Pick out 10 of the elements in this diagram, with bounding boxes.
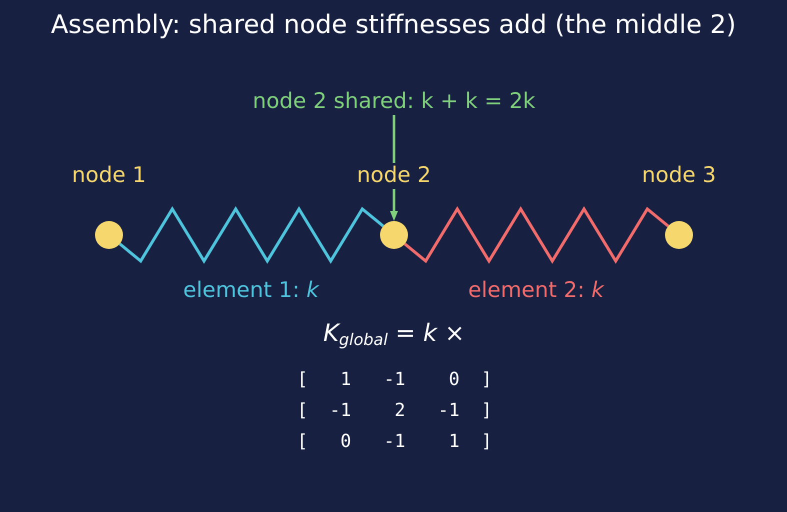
spring bbox=[118, 206, 384, 264]
edge-label: element 1: k bbox=[183, 278, 319, 304]
title: Assembly: shared node stiffnesses add (the middle 2) bbox=[50, 9, 736, 41]
matrix-row-text: [ 0 -1 1 ] bbox=[297, 430, 492, 454]
annotation-text: node 2 shared: k + k = 2k bbox=[252, 89, 536, 115]
edge-label: element 2: k bbox=[468, 278, 604, 304]
formula: K$_{global}$ = k × bbox=[323, 319, 465, 347]
matrix-row-text: [ 1 -1 0 ] bbox=[297, 368, 492, 392]
matrix-row-text: [ -1 2 -1 ] bbox=[297, 399, 492, 423]
spring bbox=[404, 206, 670, 264]
